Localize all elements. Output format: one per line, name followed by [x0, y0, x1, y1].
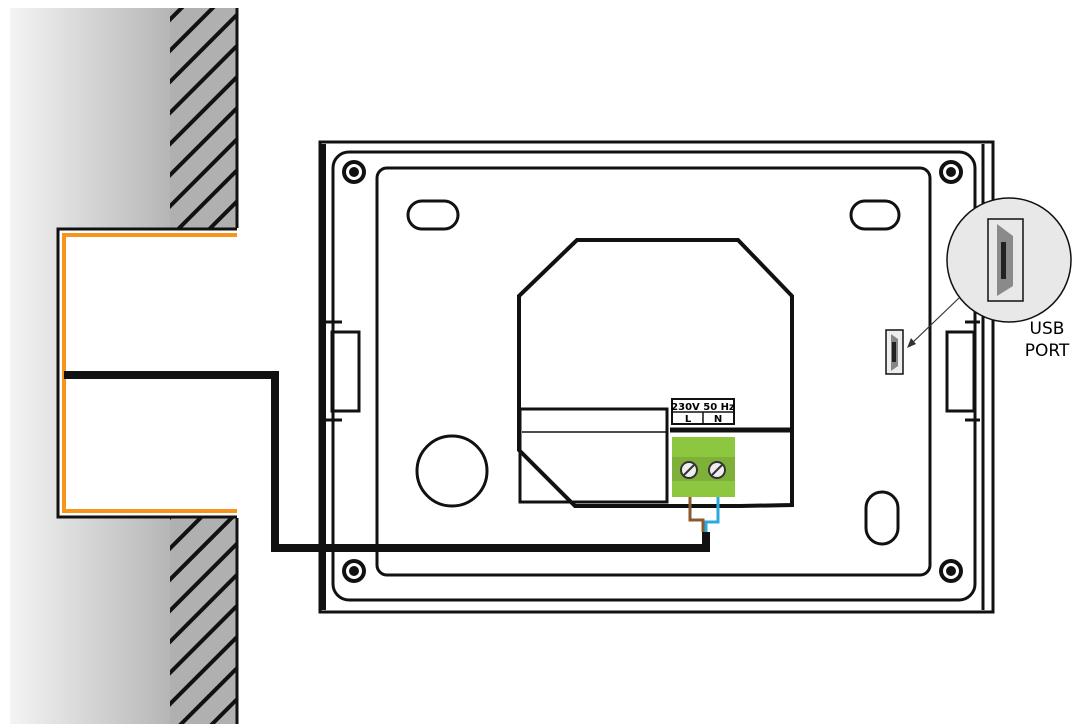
wall-box-outline	[517, 238, 794, 508]
device-back-plate	[318, 140, 995, 614]
mounting-slot	[406, 199, 460, 231]
wires	[64, 371, 720, 552]
neutral-wire	[704, 497, 720, 532]
clip-right	[945, 330, 976, 413]
usb-port: USB PORT	[885, 197, 1072, 375]
pointer-arrow	[909, 297, 960, 346]
neutral-label: N	[714, 414, 722, 425]
voltage-label: 230V 50 Hz	[671, 402, 735, 413]
screw-icon	[342, 160, 963, 583]
live-wire	[688, 497, 705, 532]
power-cable	[64, 371, 710, 552]
usb-label-line1: USB	[1030, 319, 1065, 339]
clip-left	[330, 330, 361, 413]
mounting-slot	[864, 490, 900, 546]
cable-hole	[415, 434, 489, 508]
usb-label-line2: PORT	[1025, 341, 1070, 361]
terminal-block: 230V 50 Hz L N	[671, 398, 735, 497]
live-label: L	[685, 414, 692, 425]
mounting-slot	[849, 199, 901, 231]
